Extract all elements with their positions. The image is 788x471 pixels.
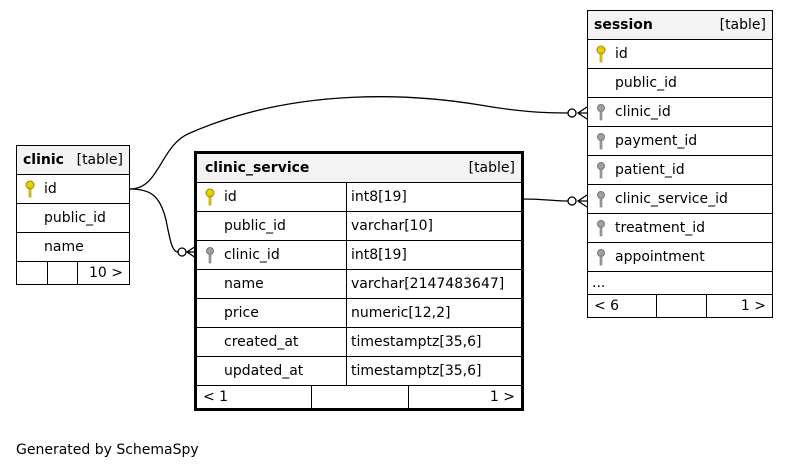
foreign-key-icon — [597, 191, 605, 208]
table-row[interactable]: clinic_service_id — [587, 184, 773, 214]
column-name: clinic_service_id — [615, 191, 728, 207]
table-row[interactable]: created_at timestamptz[35,6] — [196, 327, 522, 357]
column-name: public_id — [44, 210, 106, 226]
column-name: public_id — [615, 75, 677, 91]
edge-many-marker — [576, 106, 588, 120]
column-type: timestamptz[35,6] — [346, 356, 522, 386]
footer-middle — [47, 262, 77, 284]
table-header: session [table] — [587, 10, 773, 40]
generated-by-label: Generated by SchemaSpy — [16, 442, 199, 458]
table-row[interactable]: id int8[19] — [196, 182, 522, 212]
table-title: clinic — [23, 152, 64, 168]
table-title: session — [594, 17, 653, 33]
edge-clinic-clinic-service — [129, 188, 179, 253]
table-row[interactable]: updated_at timestamptz[35,6] — [196, 356, 522, 386]
primary-key-icon — [596, 45, 606, 63]
more-columns-indicator: ... — [587, 271, 773, 295]
table-row[interactable]: public_id — [16, 203, 130, 233]
footer-left: < 6 — [594, 298, 620, 314]
edge-many-marker — [576, 194, 588, 208]
column-type: timestamptz[35,6] — [346, 327, 522, 357]
column-type: int8[19] — [346, 240, 522, 270]
column-name: updated_at — [224, 363, 304, 379]
table-header: clinic_service [table] — [196, 153, 522, 183]
column-name: clinic_id — [615, 104, 671, 120]
edge-optional-marker — [567, 108, 577, 118]
column-name: treatment_id — [615, 220, 706, 236]
column-name: id — [615, 46, 628, 62]
edge-optional-marker — [177, 247, 187, 257]
table-row[interactable]: name varchar[2147483647] — [196, 269, 522, 299]
column-name: payment_id — [615, 133, 698, 149]
session-table[interactable]: session [table] id public_id clinic_id p… — [587, 10, 773, 318]
edge-many-marker — [185, 245, 197, 259]
column-name: id — [224, 189, 237, 205]
table-row[interactable]: id — [16, 174, 130, 204]
table-footer: 10 > — [16, 261, 130, 285]
footer-middle — [656, 295, 706, 317]
table-type-label: [table] — [719, 17, 766, 33]
table-footer: < 6 1 > — [587, 294, 773, 318]
table-type-label: [table] — [468, 160, 515, 176]
foreign-key-icon — [597, 220, 605, 237]
column-name: price — [224, 305, 259, 321]
table-row[interactable]: clinic_id — [587, 97, 773, 127]
footer-middle — [311, 386, 408, 408]
table-footer: < 1 1 > — [196, 385, 522, 409]
footer-left: < 1 — [203, 389, 229, 405]
table-row[interactable]: name — [16, 232, 130, 262]
foreign-key-icon — [597, 133, 605, 150]
table-row[interactable]: price numeric[12,2] — [196, 298, 522, 328]
column-name: public_id — [224, 218, 286, 234]
footer-left — [17, 262, 47, 284]
column-type: varchar[10] — [346, 211, 522, 241]
column-name: clinic_id — [224, 247, 280, 263]
edge-clinic-service-session — [520, 198, 569, 202]
clinic-service-table[interactable]: clinic_service [table] id int8[19] publi… — [194, 151, 524, 411]
column-name: created_at — [224, 334, 299, 350]
table-row[interactable]: payment_id — [587, 126, 773, 156]
foreign-key-icon — [206, 247, 214, 264]
foreign-key-icon — [597, 249, 605, 266]
column-name: name — [44, 239, 84, 255]
table-more-row: ... — [587, 271, 773, 295]
table-row[interactable]: appointment — [587, 242, 773, 272]
column-name: patient_id — [615, 162, 685, 178]
table-row[interactable]: clinic_id int8[19] — [196, 240, 522, 270]
table-title: clinic_service — [205, 160, 310, 176]
table-row[interactable]: public_id varchar[10] — [196, 211, 522, 241]
table-row[interactable]: id — [587, 39, 773, 69]
foreign-key-icon — [597, 104, 605, 121]
column-name: appointment — [615, 249, 705, 265]
table-row[interactable]: treatment_id — [587, 213, 773, 243]
footer-right: 1 > — [706, 295, 772, 317]
primary-key-icon — [25, 180, 35, 198]
column-type: varchar[2147483647] — [346, 269, 522, 299]
column-type: numeric[12,2] — [346, 298, 522, 328]
column-name: name — [224, 276, 264, 292]
clinic-table[interactable]: clinic [table] id public_id name 10 > — [16, 145, 130, 285]
table-type-label: [table] — [76, 152, 123, 168]
primary-key-icon — [205, 188, 215, 206]
footer-right: 1 > — [408, 386, 521, 408]
column-name: id — [44, 181, 57, 197]
table-header: clinic [table] — [16, 145, 130, 175]
table-row[interactable]: public_id — [587, 68, 773, 98]
edge-clinic-session — [129, 96, 569, 190]
footer-right: 10 > — [77, 262, 129, 284]
foreign-key-icon — [597, 162, 605, 179]
table-row[interactable]: patient_id — [587, 155, 773, 185]
edge-optional-marker — [567, 196, 577, 206]
column-type: int8[19] — [346, 182, 522, 212]
